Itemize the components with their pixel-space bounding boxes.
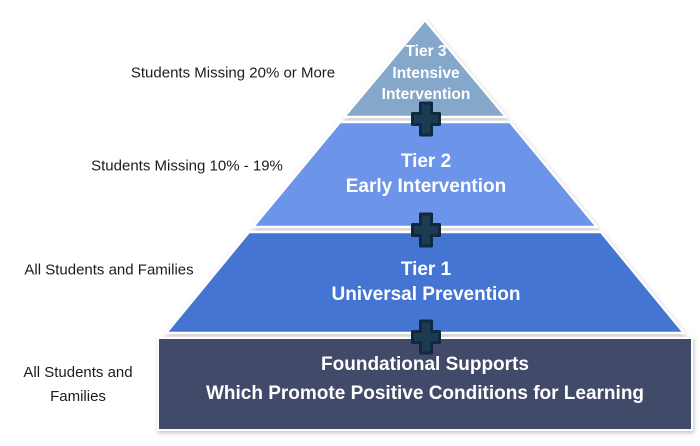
tier2-shape (251, 120, 599, 229)
plus-glyph (411, 101, 441, 137)
plus-glyph (411, 212, 441, 248)
label-tier1-population: All Students and Families (24, 261, 194, 279)
label-tier3-population: Students Missing 20% or More (130, 64, 336, 82)
plus-icon-tier2-tier1 (411, 212, 441, 248)
tier3-subtitle: Intensive Intervention (381, 64, 471, 104)
tier1-text: Tier 1 Universal Prevention (246, 257, 606, 307)
tier2-text: Tier 2 Early Intervention (266, 149, 586, 199)
plus-icon-tier1-foundation (411, 319, 441, 355)
tier1-shape (164, 230, 686, 335)
tier1-title: Tier 1 (400, 259, 452, 280)
tier2-subtitle: Early Intervention (345, 176, 507, 197)
tier3-text: Tier 3 Intensive Intervention (351, 41, 501, 106)
plus-icon-tier3-tier2 (411, 101, 441, 137)
label-foundation-line2: Families (50, 388, 106, 405)
label-foundation-line1: All Students and (23, 364, 133, 381)
foundation-text: Foundational Supports Which Promote Posi… (160, 350, 690, 408)
tier1-subtitle: Universal Prevention (331, 284, 521, 305)
tier3-title: Tier 3 (405, 43, 447, 60)
foundation-line2: Which Promote Positive Conditions for Le… (205, 383, 645, 404)
foundation-line1: Foundational Supports (321, 354, 529, 375)
label-foundation-population: All Students and Families (0, 361, 158, 409)
label-tier2-population: Students Missing 10% - 19% (91, 157, 283, 175)
plus-glyph (411, 319, 441, 355)
tier2-title: Tier 2 (400, 151, 452, 172)
